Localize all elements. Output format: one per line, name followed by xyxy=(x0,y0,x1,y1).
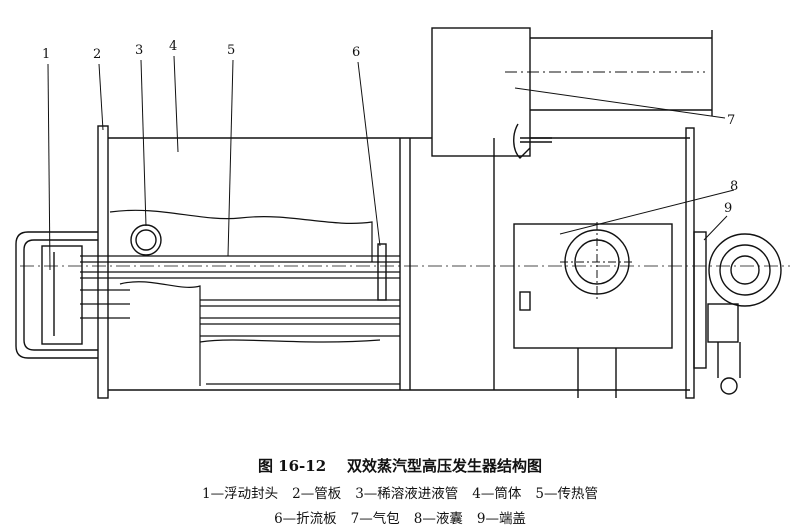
figure-title: 双效蒸汽型高压发生器结构图 xyxy=(347,457,543,475)
legend-item-number: 9 xyxy=(476,511,486,527)
legend-item-number: 8 xyxy=(413,511,423,527)
legend-separator: — xyxy=(282,511,297,527)
callout-2: 2 xyxy=(93,47,101,62)
callout-5: 5 xyxy=(227,43,235,58)
end-cover xyxy=(685,127,782,399)
legend-item: 3—稀溶液进液管 xyxy=(355,486,458,502)
legend-item-name: 液囊 xyxy=(435,511,463,527)
legend-item: 5—传热管 xyxy=(535,486,598,502)
legend-item-number: 5 xyxy=(535,486,544,502)
legend-separator: — xyxy=(422,511,436,527)
legend-separator: — xyxy=(543,486,558,502)
figure-caption: 图 16-12 双效蒸汽型高压发生器结构图 xyxy=(0,455,800,476)
callout-6: 6 xyxy=(352,45,360,60)
callout-7: 7 xyxy=(727,113,735,128)
legend-item: 1—浮动封头 xyxy=(202,486,278,502)
legend-separator: — xyxy=(485,511,499,527)
callout-8: 8 xyxy=(730,179,738,194)
legend-item: 6—折流板 xyxy=(274,511,337,527)
dilute-solution-inlet-pipe xyxy=(130,224,162,256)
cutaway-edge xyxy=(109,209,373,262)
heat-transfer-tubes xyxy=(80,255,400,385)
legend-separator: — xyxy=(359,511,373,527)
callout-3: 3 xyxy=(135,43,143,58)
baffle-plate xyxy=(377,243,387,301)
legend-item-number: 7 xyxy=(350,511,360,527)
legend-item: 8—液囊 xyxy=(414,511,463,527)
legend-item-number: 6 xyxy=(274,511,283,527)
legend-separator: — xyxy=(363,486,378,502)
callout-9: 9 xyxy=(724,201,732,216)
callout-4: 4 xyxy=(169,39,177,54)
legend-item-name: 稀溶液进液管 xyxy=(377,486,459,502)
legend-item-number: 1 xyxy=(202,486,211,502)
legend-separator: — xyxy=(480,486,495,502)
floating-head xyxy=(15,231,98,359)
liquid-sac xyxy=(513,222,673,398)
legend-item-name: 传热管 xyxy=(557,486,598,502)
legend-item-name: 气包 xyxy=(372,511,400,527)
legend-separator: — xyxy=(300,486,315,502)
legend-item-number: 3 xyxy=(355,486,364,502)
figure-number: 图 16-12 xyxy=(257,457,327,475)
legend-item-number: 4 xyxy=(472,486,481,502)
legend-item-name: 管板 xyxy=(314,486,342,502)
legend-item: 4—筒体 xyxy=(472,486,521,502)
shell-body xyxy=(108,137,690,391)
legend-item: 9—端盖 xyxy=(477,511,526,527)
legend-item-number: 2 xyxy=(292,486,301,502)
generator-drawing: 1 2 3 4 5 6 7 8 9 xyxy=(15,27,790,399)
legend-item: 7—气包 xyxy=(351,511,400,527)
legend-item-name: 端盖 xyxy=(498,511,526,527)
legend-item: 2—管板 xyxy=(292,486,341,502)
legend-separator: — xyxy=(210,486,225,502)
steam-drum xyxy=(431,27,713,159)
leader-lines xyxy=(47,55,735,271)
legend-item-name: 浮动封头 xyxy=(224,486,279,502)
callout-numbers: 1 2 3 4 5 6 7 8 9 xyxy=(42,39,738,216)
callout-1: 1 xyxy=(42,47,50,62)
legend-item-name: 筒体 xyxy=(494,486,522,502)
legend-item-name: 折流板 xyxy=(296,511,337,527)
